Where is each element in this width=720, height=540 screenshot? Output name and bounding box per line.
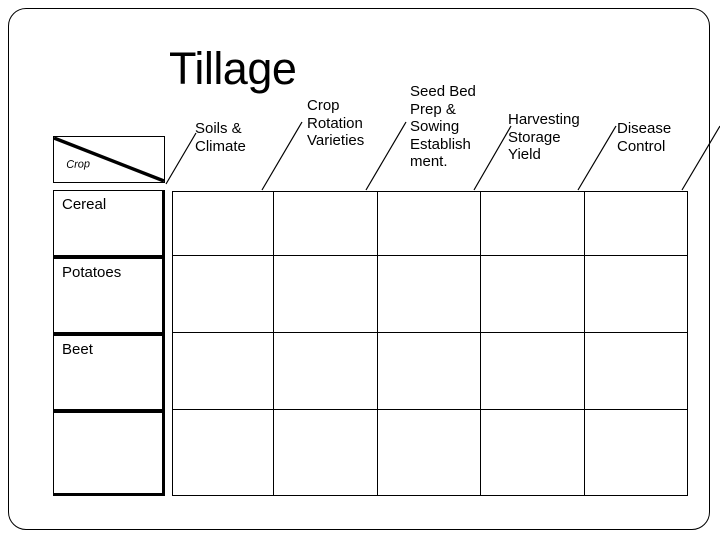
- row-header-empty[interactable]: [53, 412, 165, 496]
- row-header-beet[interactable]: Beet: [53, 335, 165, 412]
- grid-cell[interactable]: [274, 410, 378, 496]
- grid-cell[interactable]: [172, 191, 274, 256]
- grid-cell[interactable]: [481, 333, 585, 410]
- grid-cell[interactable]: [481, 191, 585, 256]
- grid-cell[interactable]: [274, 191, 378, 256]
- grid-cell[interactable]: [172, 333, 274, 410]
- column-header-band: Soils & Climate Crop Rotation Varieties …: [160, 78, 720, 191]
- grid-cell[interactable]: [274, 256, 378, 333]
- column-header-seed-bed-prep: Seed Bed Prep & Sowing Establish ment.: [410, 83, 476, 171]
- row-header-potatoes[interactable]: Potatoes: [53, 258, 165, 335]
- grid-cell[interactable]: [585, 410, 688, 496]
- grid-cell[interactable]: [172, 410, 274, 496]
- column-header-disease-control: Disease Control: [617, 120, 672, 155]
- row-header-label: Potatoes: [62, 264, 122, 281]
- grid-cell[interactable]: [378, 256, 481, 333]
- column-header-crop-rotation: Crop Rotation Varieties: [307, 97, 365, 150]
- grid-cell[interactable]: [481, 410, 585, 496]
- grid-cell[interactable]: [585, 191, 688, 256]
- column-header-harvesting-storage: Harvesting Storage Yield: [508, 111, 580, 164]
- column-header-soils-climate: Soils & Climate: [195, 120, 246, 155]
- row-header-label: Beet: [62, 341, 93, 358]
- page-title: Tillage: [169, 43, 297, 94]
- grid-cell[interactable]: [172, 256, 274, 333]
- grid-cell[interactable]: [378, 191, 481, 256]
- grid-cell[interactable]: [481, 256, 585, 333]
- row-header-label: Cereal: [62, 196, 107, 213]
- grid-cell[interactable]: [585, 333, 688, 410]
- grid-cell[interactable]: [378, 333, 481, 410]
- grid-cell[interactable]: [585, 256, 688, 333]
- row-header-cereal[interactable]: Cereal: [53, 190, 165, 258]
- grid-cell[interactable]: [274, 333, 378, 410]
- corner-legend-label: Crop: [66, 158, 91, 171]
- data-grid: [172, 191, 688, 496]
- grid-cell[interactable]: [378, 410, 481, 496]
- row-header-column: Cereal Potatoes Beet: [53, 190, 165, 496]
